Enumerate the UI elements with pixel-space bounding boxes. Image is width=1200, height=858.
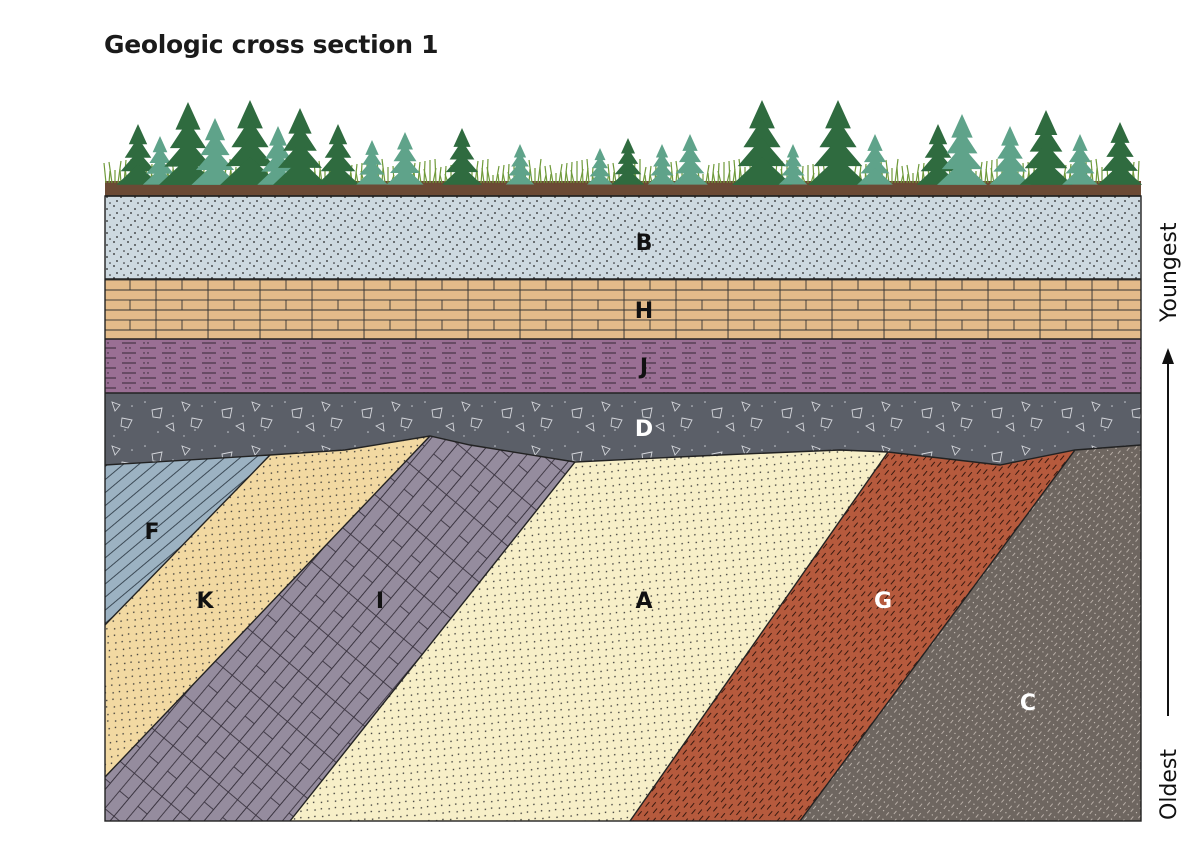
layer-D	[105, 393, 1141, 465]
conifer-tree-icon	[808, 100, 868, 186]
layer-J	[105, 339, 1141, 393]
label-H: H	[635, 299, 653, 324]
conifer-tree-icon	[937, 114, 987, 185]
conifer-tree-icon	[989, 126, 1031, 185]
arrow-up-icon	[1162, 348, 1174, 364]
label-J: J	[638, 355, 648, 380]
soil-strip	[105, 181, 1141, 196]
label-F: F	[144, 520, 159, 545]
conifer-tree-icon	[386, 132, 424, 185]
conifer-tree-icon	[356, 140, 388, 185]
label-I: I	[376, 589, 384, 614]
label-D: D	[635, 417, 653, 442]
label-G: G	[874, 589, 892, 614]
conifer-tree-icon	[1019, 110, 1073, 185]
layer-B	[105, 196, 1141, 279]
conifer-tree-icon	[272, 108, 328, 185]
conifer-tree-icon	[647, 144, 677, 185]
layer-H	[105, 279, 1141, 339]
conifer-tree-icon	[611, 138, 645, 185]
conifer-tree-icon	[1062, 134, 1098, 185]
label-C: C	[1020, 691, 1036, 716]
conifer-tree-icon	[442, 128, 482, 185]
conifer-tree-icon	[505, 144, 535, 185]
diagram-title: Geologic cross section 1	[104, 30, 439, 59]
conifer-tree-icon	[672, 134, 708, 185]
label-B: B	[636, 231, 653, 256]
conifer-tree-icon	[732, 100, 792, 186]
label-K: K	[196, 589, 214, 614]
forest-vegetation	[103, 100, 1143, 186]
youngest-label: Youngest	[1157, 222, 1182, 323]
label-A: A	[635, 589, 652, 614]
conifer-tree-icon	[857, 134, 893, 185]
conifer-tree-icon	[1097, 122, 1143, 185]
conifer-tree-icon	[778, 144, 808, 185]
oldest-label: Oldest	[1157, 749, 1182, 820]
age-axis: Youngest Oldest	[1157, 222, 1182, 820]
contact-lines	[104, 195, 1142, 822]
conifer-tree-icon	[316, 124, 360, 185]
conifer-tree-icon	[587, 148, 613, 185]
